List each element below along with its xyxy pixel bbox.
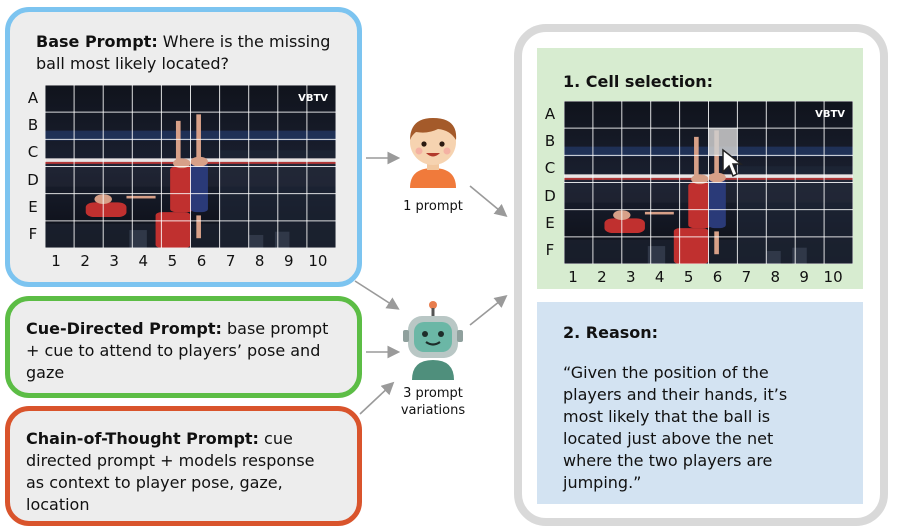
cue-prompt-line1: base prompt [221, 319, 329, 338]
cell-grid-image: VBTV [564, 101, 853, 264]
human-caption: 1 prompt [403, 199, 463, 214]
base-col-label-8: 8 [254, 252, 265, 270]
cot-prompt-label: Chain-of-Thought Prompt: [26, 429, 259, 448]
cell-row-label-B: B [544, 132, 556, 151]
cell-col-label-3: 3 [626, 268, 636, 286]
robot-model-icon [403, 301, 463, 380]
robot-caption-line1: 3 prompt [403, 386, 463, 401]
robot-caption-line2: variations [400, 403, 466, 418]
cell-col-label-8: 8 [770, 268, 781, 286]
cell-col-label-2: 2 [597, 268, 607, 286]
base-row-label-E: E [28, 197, 38, 216]
chain-of-thought-prompt-box [5, 406, 362, 526]
base-prompt-label: Base Prompt: [36, 32, 158, 51]
cue-prompt-text: Cue-Directed Prompt: base prompt + cue t… [26, 318, 356, 384]
cell-col-label-9: 9 [799, 268, 809, 286]
base-col-label-1: 1 [51, 252, 61, 270]
cell-col-label-7: 7 [741, 268, 752, 286]
cue-prompt-label: Cue-Directed Prompt: [26, 319, 222, 338]
base-col-label-2: 2 [80, 252, 90, 270]
cue-prompt-line2: + cue to attend to players’ pose and [26, 341, 321, 360]
reason-line: “Given the position of the [563, 363, 769, 382]
cell-col-label-5: 5 [683, 268, 694, 286]
mouse-cursor-icon [722, 148, 743, 178]
base-prompt-question-line2: ball most likely located? [36, 54, 230, 73]
cell-grid-overlay [564, 101, 853, 264]
base-row-label-C: C [27, 143, 39, 162]
arrow-human-to-result [469, 185, 508, 218]
human-user-icon [410, 118, 457, 188]
base-col-label-7: 7 [225, 252, 236, 270]
cot-prompt-line3: as context to player pose, gaze, [26, 473, 283, 492]
reason-line: most likely that the ball is [563, 407, 771, 426]
reason-line: players and their hands, it’s [563, 385, 788, 404]
vbtv-watermark-2: VBTV [815, 109, 845, 120]
base-row-label-D: D [27, 170, 39, 189]
reason-line: jumping.” [563, 473, 642, 492]
cell-row-label-D: D [544, 186, 556, 205]
base-grid-image: VBTV [45, 85, 336, 248]
robot-caption: 3 prompt variations [388, 385, 478, 419]
base-col-label-9: 9 [284, 252, 294, 270]
cell-row-label-E: E [545, 213, 555, 232]
cell-col-label-10: 10 [823, 268, 843, 286]
base-col-label-3: 3 [109, 252, 119, 270]
reason-line: where the two players are [563, 451, 773, 470]
cue-prompt-line3: gaze [26, 363, 65, 382]
reason-title: 2. Reason: [563, 323, 659, 342]
base-col-label-5: 5 [167, 252, 178, 270]
cot-prompt-line4: location [26, 495, 90, 514]
base-col-label-10: 10 [308, 252, 328, 270]
cell-row-label-A: A [544, 105, 556, 123]
arrow-cot-to-robot [359, 381, 395, 415]
base-row-label-A: A [27, 89, 39, 107]
reason-text: “Given the position of the players and th… [563, 362, 858, 494]
arrow-base-to-robot [354, 280, 400, 310]
reason-panel [537, 302, 863, 504]
base-prompt-text: Base Prompt: Where is the missing ball m… [36, 31, 356, 75]
cell-row-label-F: F [545, 241, 555, 259]
base-prompt-question-line1: Where is the missing [157, 32, 331, 51]
base-row-label-F: F [28, 225, 38, 243]
cell-col-label-4: 4 [654, 268, 665, 286]
cell-col-label-6: 6 [712, 268, 723, 286]
vbtv-watermark: VBTV [298, 93, 328, 104]
base-grid-overlay [45, 85, 336, 248]
cell-col-label-1: 1 [568, 268, 578, 286]
base-row-label-B: B [27, 116, 39, 135]
cot-prompt-line2: directed prompt + models response [26, 451, 315, 470]
cue-directed-prompt-box [5, 296, 362, 398]
cell-selection-title: 1. Cell selection: [563, 72, 714, 91]
reason-line: located just above the net [563, 429, 774, 448]
base-col-label-4: 4 [138, 252, 149, 270]
cot-prompt-text: Chain-of-Thought Prompt: cue directed pr… [26, 428, 356, 516]
arrow-robot-to-result [469, 295, 508, 326]
cot-prompt-line1: cue [258, 429, 293, 448]
base-col-label-6: 6 [196, 252, 207, 270]
cell-row-label-C: C [544, 159, 556, 178]
